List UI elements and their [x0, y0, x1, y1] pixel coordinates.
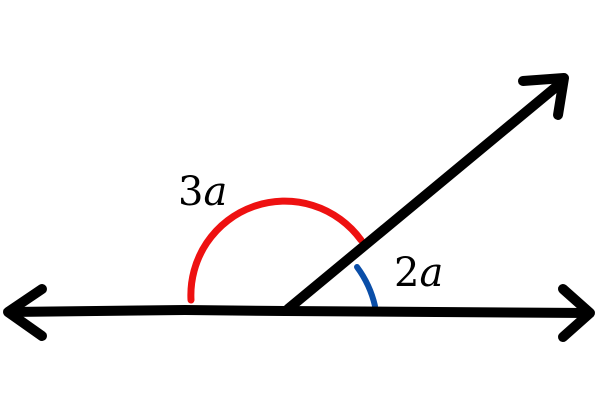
right-arrowhead: [558, 284, 595, 342]
large-angle-arc: [187, 197, 365, 304]
large-angle-coefficient: 3: [178, 169, 203, 215]
small-angle-variable: a: [419, 250, 443, 296]
diagonal-arrowhead: [518, 73, 569, 120]
large-angle-label: 3a: [178, 169, 227, 215]
small-angle-arc: [354, 264, 378, 309]
small-angle-coefficient: 2: [394, 250, 419, 296]
small-angle-label: 2a: [394, 250, 443, 296]
large-angle-variable: a: [203, 169, 227, 215]
horizontal-line: [5, 305, 593, 318]
left-arrowhead: [3, 284, 47, 341]
diagonal-ray: [283, 77, 567, 314]
